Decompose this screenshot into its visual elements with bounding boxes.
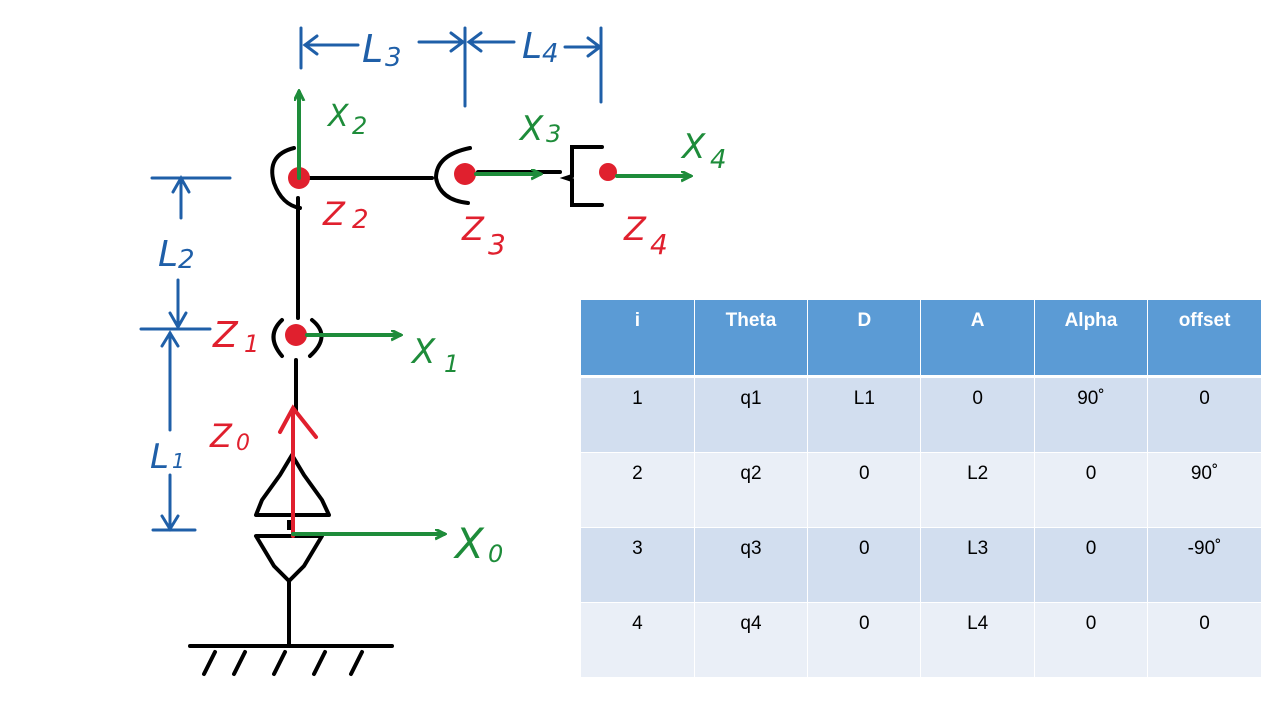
table-header-row: i Theta D A Alpha offset [581,300,1261,378]
table-cell: q4 [693,602,808,677]
table-cell: q2 [693,452,808,528]
ground [188,644,394,676]
table-cell: 0 [807,452,921,528]
table-cell: q3 [693,527,808,603]
L2-label: L [158,234,178,275]
table-cell: 0 [807,527,921,603]
table-cell: L2 [920,452,1035,528]
L3-label: L [362,27,383,71]
x0-sub: 0 [488,540,503,568]
L3-sub: 3 [385,43,402,73]
x4-label: X [680,127,706,167]
table-cell: 3 [581,527,695,603]
dh-parameter-table: i Theta D A Alpha offset 1 q1 L1 0 90˚ 0… [581,300,1261,677]
table-cell: 0 [1033,452,1148,528]
header-i: i [581,300,695,378]
z4-label: Z [623,210,647,248]
table-cell: L3 [920,527,1035,603]
table-cell: 0 [920,376,1035,453]
table-cell: L4 [920,602,1035,677]
x3-label: X [518,109,544,149]
table-row: 1 q1 L1 0 90˚ 0 [581,376,1261,453]
header-d: D [807,300,921,378]
z4-sub: 4 [650,228,668,261]
z3-sub: 3 [488,228,506,261]
x3-sub: 3 [546,120,561,148]
L4-sub: 4 [542,39,559,69]
table-cell: L1 [807,376,921,453]
L4-label: L [522,26,542,67]
z1-label: Z [212,315,239,356]
x2-sub: 2 [352,112,367,140]
header-a: A [920,300,1035,378]
joint-origin-3 [454,163,476,185]
z0-sub: 0 [236,431,250,456]
table-cell: 0 [1147,602,1261,677]
table-cell: 90˚ [1147,452,1261,528]
header-alpha: Alpha [1033,300,1148,378]
z3-label: Z [461,210,485,248]
L2-sub: 2 [178,245,195,275]
table-row: 3 q3 0 L3 0 -90˚ [581,527,1261,603]
table-cell: 0 [1147,376,1261,453]
x-axes [291,92,690,534]
table-cell: 90˚ [1033,376,1148,453]
x0-label: X [453,519,485,568]
z2-sub: 2 [352,205,369,235]
joint-origin-1 [285,324,307,346]
table-cell: 2 [581,452,695,528]
joint-origins [285,163,617,346]
z1-sub: 1 [244,330,259,358]
dimension-lines [139,26,603,532]
header-theta: Theta [693,300,808,378]
x1-label: X [410,332,436,372]
x2-label: X [326,99,350,134]
header-offset: offset [1147,300,1261,378]
x1-sub: 1 [444,350,459,378]
table-cell: 0 [1033,602,1148,677]
table-cell: 4 [581,602,695,677]
L1-sub: 1 [172,449,185,473]
table-row: 2 q2 0 L2 0 90˚ [581,452,1261,528]
L1-label: L [150,437,169,477]
table-cell: 0 [807,602,921,677]
joint-origin-4 [599,163,617,181]
table-cell: 0 [1033,527,1148,603]
table-cell: -90˚ [1147,527,1261,603]
table-row: 4 q4 0 L4 0 0 [581,602,1261,677]
table-cell: 1 [581,376,695,453]
z2-label: Z [322,195,346,233]
x4-sub: 4 [710,145,727,175]
z0-label: Z [209,417,233,455]
table-cell: q1 [693,376,808,453]
z0-axis [278,404,318,538]
